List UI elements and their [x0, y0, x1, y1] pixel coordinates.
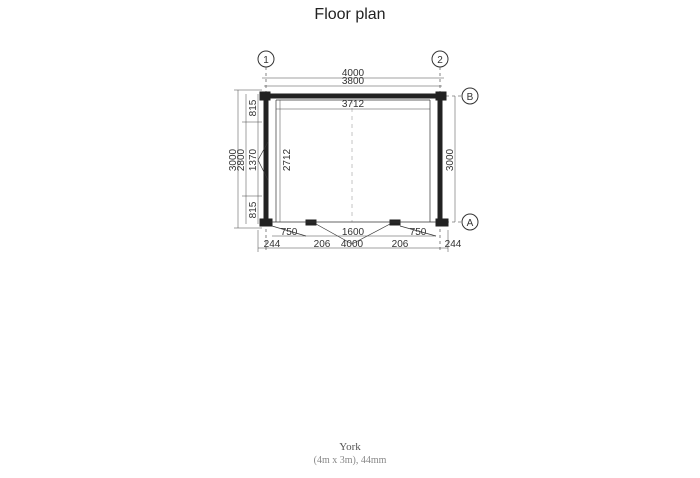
dim-top-outer: 4000: [342, 68, 365, 79]
dim-left-seg-bottom: 815: [248, 201, 259, 218]
axis-label-B: B: [467, 92, 474, 103]
dim-bottom-244-right: 244: [445, 239, 462, 250]
page-title: Floor plan: [314, 6, 386, 23]
dim-left-inner: 2800: [236, 148, 247, 171]
dim-top-inner: 3800: [342, 76, 365, 87]
axis-label-2: 2: [437, 55, 443, 66]
dim-bottom-206-left: 206: [314, 239, 331, 250]
walls: [259, 91, 449, 227]
dim-left-outer: 3000: [228, 148, 239, 171]
axis-label-1: 1: [263, 55, 269, 66]
dim-bottom-total: 4000: [341, 239, 364, 250]
dim-bottom-244-left: 244: [264, 239, 281, 250]
dim-bottom-window-left: 750: [281, 227, 298, 238]
model-name: York: [339, 441, 361, 453]
dim-interior-width: 3712: [342, 99, 365, 110]
dim-bottom-206-right: 206: [392, 239, 409, 250]
dim-bottom-door: 1600: [342, 227, 365, 238]
dim-right-outer: 3000: [445, 148, 456, 171]
dim-left-seg-mid: 1370: [248, 148, 259, 171]
axis-label-A: A: [467, 218, 474, 229]
model-spec: (4m x 3m), 44mm: [313, 455, 387, 466]
dim-left-seg-top: 815: [248, 99, 259, 116]
dim-bottom-window-right: 750: [410, 227, 427, 238]
dim-interior-depth: 2712: [282, 148, 293, 171]
